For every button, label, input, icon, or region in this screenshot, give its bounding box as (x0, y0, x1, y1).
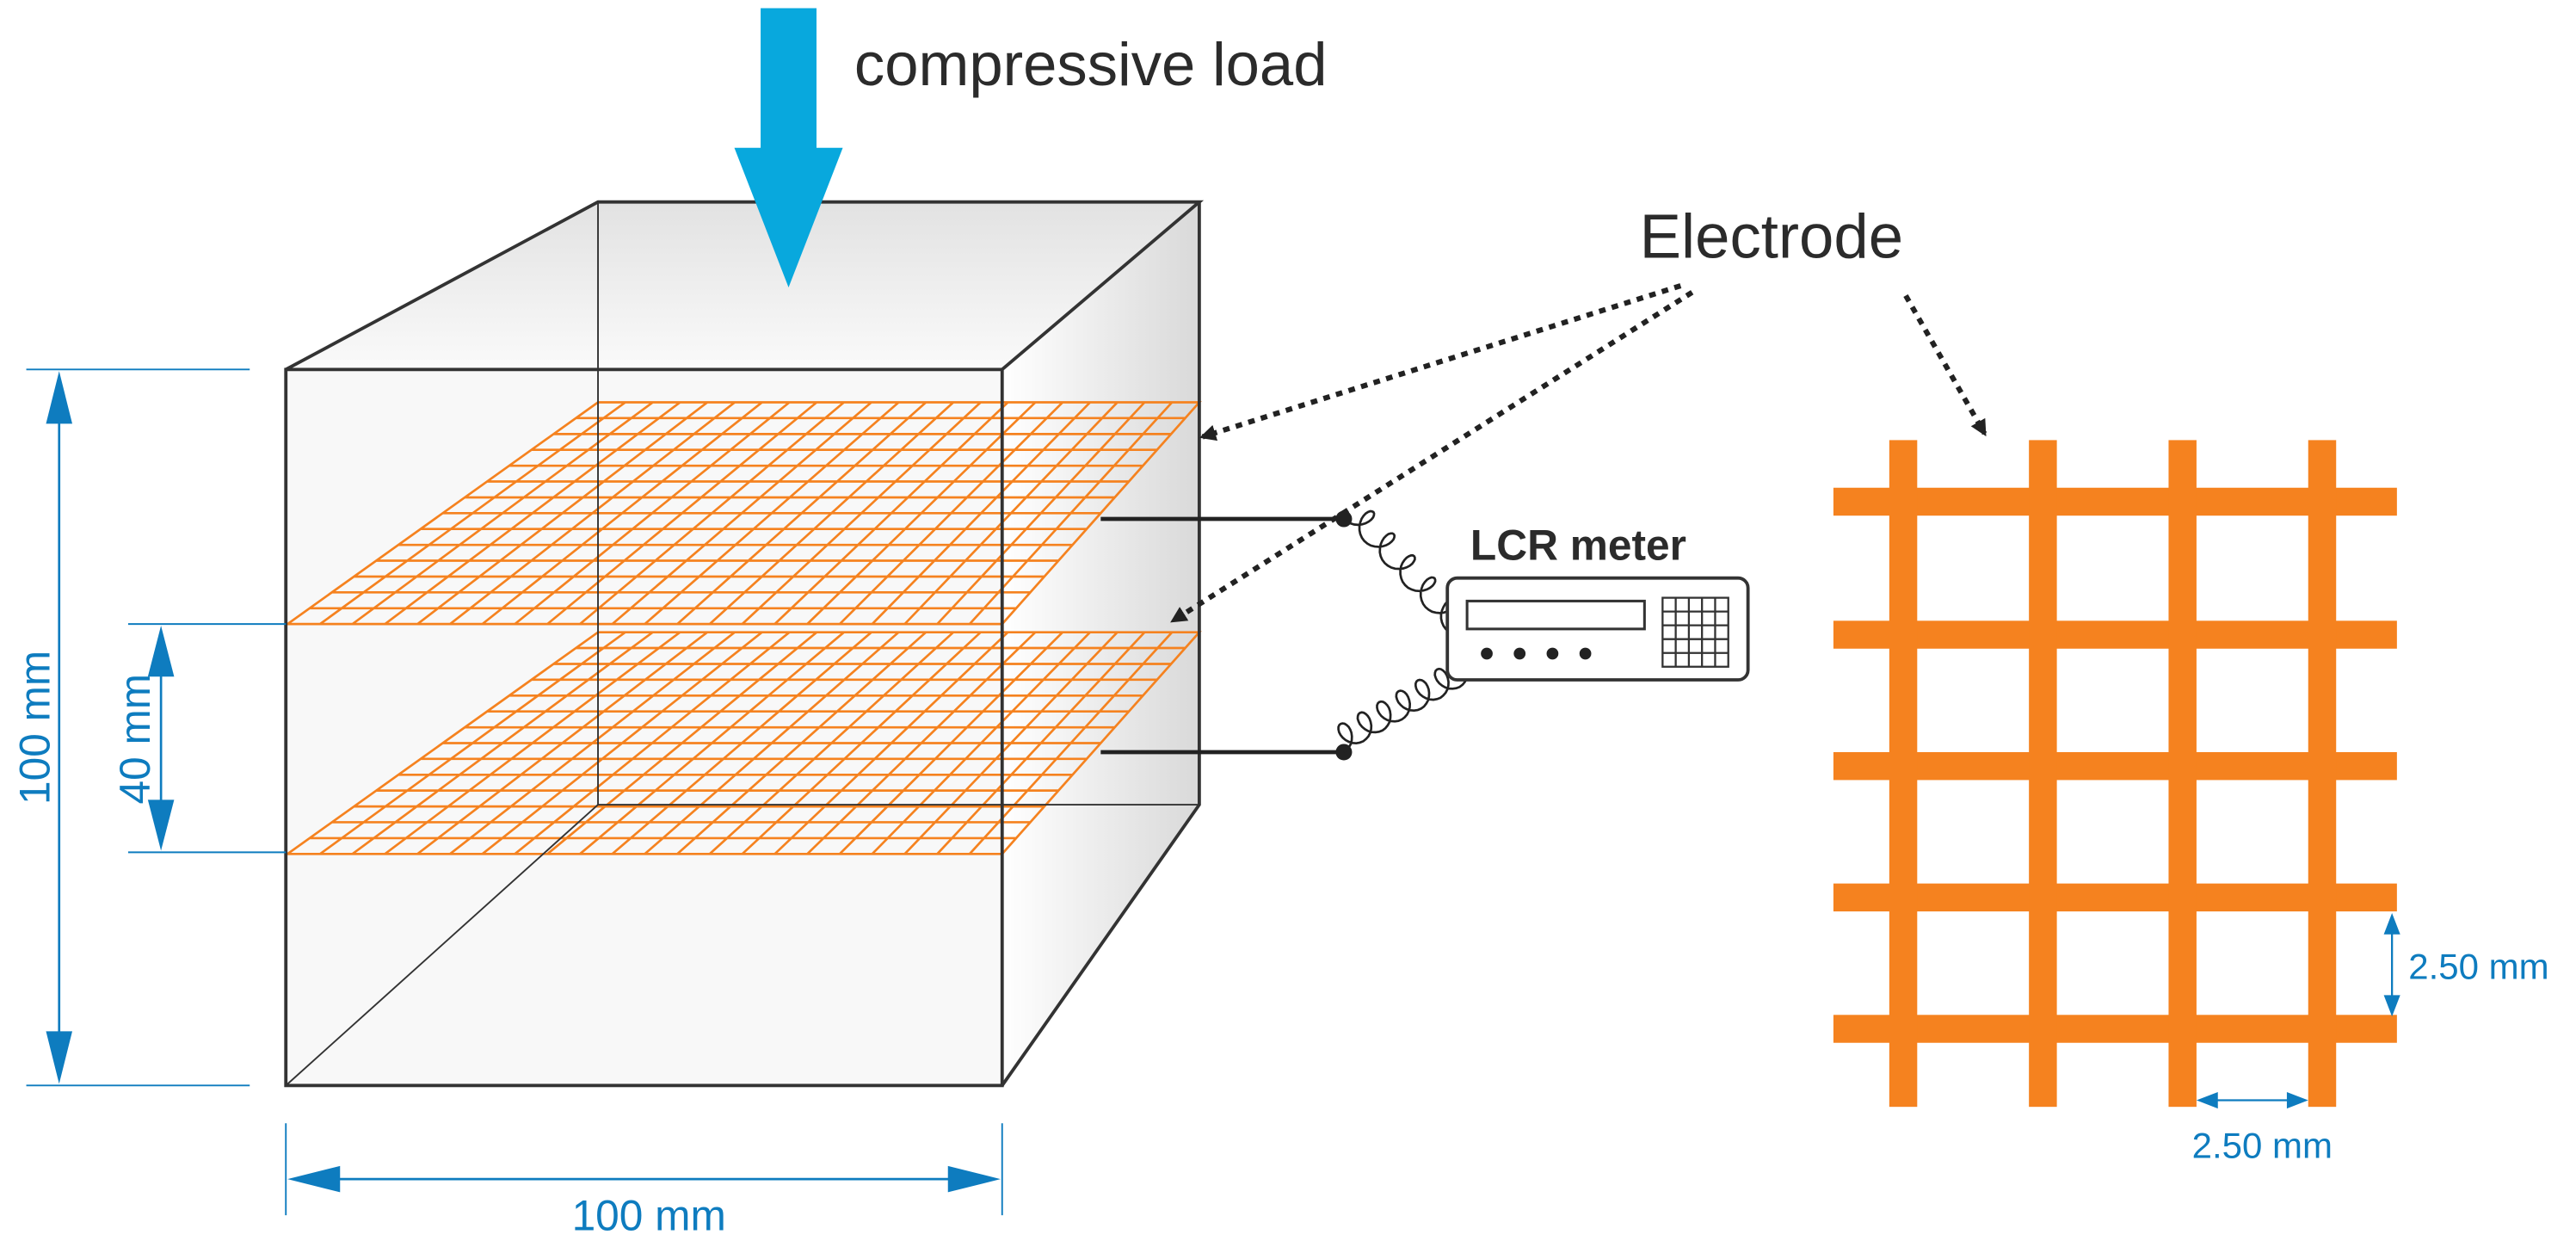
lcr-meter-keypad (1661, 596, 1729, 668)
electrode-arrow-upper (1199, 283, 1682, 441)
mesh-detail-horizontal-bar (1833, 1015, 2397, 1043)
mesh-detail-horizontal-bar (1833, 883, 2397, 912)
height-dimension-label: 100 mm (10, 651, 59, 805)
mesh-detail-vertical-bar (2308, 440, 2337, 1108)
height-dimension (26, 368, 250, 1087)
width-arrow-left (287, 1165, 341, 1193)
height-arrow-top (46, 371, 73, 424)
lcr-meter (1445, 576, 1750, 682)
lead-wires (1100, 516, 1344, 755)
lcr-meter-label: LCR meter (1470, 522, 1686, 570)
keypad-keys (1662, 597, 1729, 667)
mesh-pitch-vertical-dimension (2383, 912, 2400, 1017)
spacing-dimension (127, 623, 287, 854)
compressive-load-label: compressive load (854, 30, 1328, 98)
mesh-pitch-horizontal-dimension (2196, 1091, 2308, 1109)
width-dimension-label: 100 mm (572, 1191, 726, 1239)
mesh-detail-horizontal-bar (1833, 620, 2397, 649)
lcr-meter-buttons (1481, 647, 1592, 660)
height-arrow-bottom (46, 1031, 73, 1084)
width-arrow-right (947, 1165, 1001, 1193)
electrode-leader-arrows (1170, 283, 1987, 623)
mesh-detail-horizontal-bar (1833, 487, 2397, 516)
mesh-detail (1833, 440, 2397, 1108)
mesh-detail-vertical-bar (2168, 440, 2197, 1108)
mesh-detail-horizontal-bar (1833, 751, 2397, 781)
electrode-arrow-lower (1170, 290, 1694, 623)
cube-specimen (286, 201, 1199, 1086)
cube-top-face (286, 201, 1199, 370)
electrode-label: Electrode (1640, 202, 1903, 272)
spacing-dimension-label: 40 mm (111, 674, 159, 805)
width-dimension (285, 1123, 1003, 1216)
spacing-arrow-top (147, 626, 175, 677)
mesh-pitch-vertical-label: 2.50 mm (2408, 946, 2548, 986)
electrode-arrow-detail (1903, 293, 1987, 437)
lcr-meter-display (1465, 599, 1646, 631)
mesh-pitch-horizontal-label: 2.50 mm (2192, 1125, 2333, 1165)
mesh-detail-vertical-bar (2029, 440, 2057, 1108)
cube-hidden-edges (285, 201, 1199, 1087)
spacing-arrow-bottom (147, 799, 175, 851)
keypad-frame (1661, 596, 1729, 668)
cube-right-face (1001, 201, 1199, 1086)
mesh-detail-vertical-bar (1889, 440, 1918, 1108)
